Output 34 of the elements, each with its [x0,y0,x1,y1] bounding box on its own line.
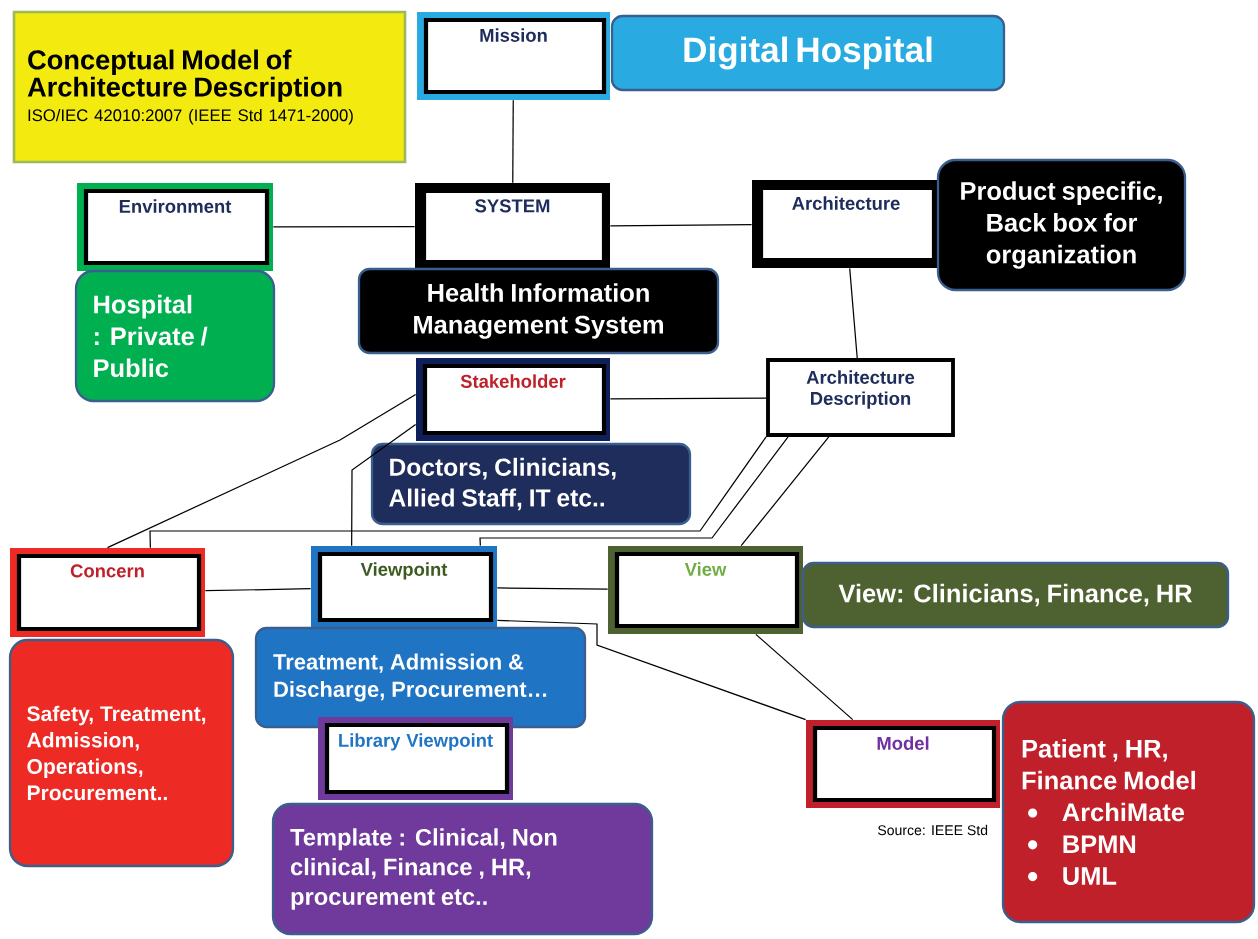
concept-box: Architecture Description [766,358,955,437]
concept-box: Architecture [752,180,940,268]
connector-line [496,587,609,590]
connector-line [351,423,417,547]
concept-box: Mission [417,12,610,100]
concept-box: Viewpoint [311,546,497,628]
title-box: Conceptual Model of Architecture Description ISO/IEC 42010:2007 (IEEE Std 1471-2000) [12,10,407,164]
concept-box: View [608,546,803,634]
description-box: Health Information Management System [357,267,720,355]
connector-line [479,436,789,547]
concept-box: Stakeholder [416,358,610,441]
connector-line [496,619,807,721]
concept-box: Model [806,720,1000,808]
description-box: View: Clinicians, Finance, HR [801,561,1230,629]
connector-line [204,588,312,592]
concept-box: Environment [77,183,273,271]
connector-line [740,436,830,547]
connector-line [512,99,514,184]
list-box: Patient , HR, Finance Model ArchiMate BPMN UML [1001,700,1256,924]
connector-line [272,226,416,228]
description-box: Hospital : Private / Public [74,269,276,403]
concept-box: Library Viewpoint [318,717,513,800]
concept-box: SYSTEM [415,183,610,270]
connector-line [609,397,767,400]
connector-line [609,224,753,227]
concept-box: Concern [10,548,205,637]
description-box: Digital Hospital [610,14,1006,92]
connector-line [106,393,417,549]
source-note: Source: IEEE Std [878,824,988,836]
connector-line [149,436,767,549]
description-box: Template : Clinical, Non clinical, Finance , HR, procurement etc.. [271,802,654,936]
connector-line [849,267,858,359]
connector-line [755,633,854,721]
description-box: Doctors, Clinicians, Allied Staff, IT etc.. [370,442,692,526]
